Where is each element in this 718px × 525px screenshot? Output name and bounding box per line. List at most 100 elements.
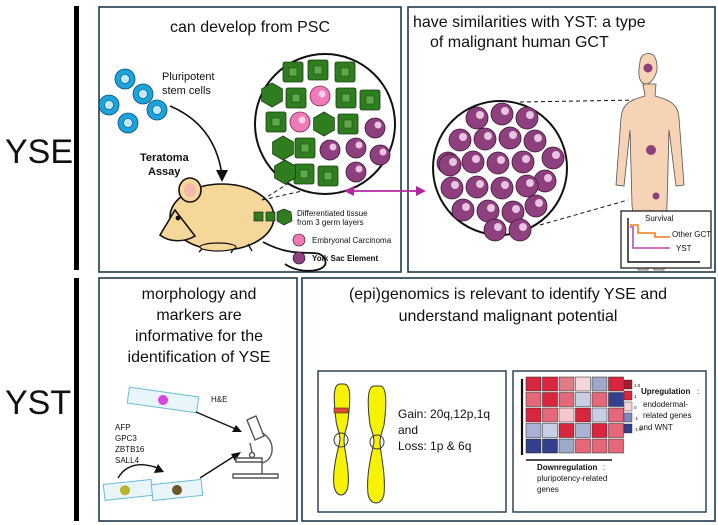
ihc-arrow-curve (117, 464, 159, 479)
human-body (615, 53, 685, 271)
heatmap-cell (525, 407, 542, 423)
teratoma-label-1: Teratoma (140, 152, 190, 164)
psc-to-mouse-arrow (169, 105, 223, 176)
epi-title-2: understand malignant potential (399, 308, 618, 325)
yolk-sac-cell (364, 117, 386, 139)
heatmap-cell (575, 438, 591, 454)
scale-swatch (623, 412, 633, 423)
chromosome-right (367, 385, 387, 504)
yst-cell-nucleus (494, 223, 502, 231)
slide-he (126, 386, 200, 414)
tissue-hexagon (261, 82, 283, 108)
down-line-1: pluripotency-related (537, 474, 607, 483)
yst-cell (465, 106, 489, 130)
embryonal-carcinoma-nucleus (318, 90, 326, 98)
legend-yse-icon (292, 251, 306, 265)
marker-zbtb16: ZBTB16 (115, 445, 145, 454)
stem-cell-nucleus (120, 74, 130, 84)
ihc-arrow-head (231, 452, 241, 461)
heatmap-cell (591, 392, 608, 407)
yst-cell (508, 218, 532, 242)
heatmap-cell (542, 392, 558, 407)
tissue-square-center (299, 169, 309, 179)
similarity-arrow-left (344, 186, 354, 196)
legend-ec: Embryonal Carcinoma (312, 236, 392, 245)
yst-cell-nucleus (487, 204, 495, 212)
stem-cell-nucleus (104, 100, 114, 110)
survival-chart-frame (620, 210, 712, 269)
heatmap-cell (575, 376, 591, 392)
scale-label: 0 (634, 405, 637, 410)
yst-cell (465, 175, 489, 199)
yst-cell-nucleus (535, 199, 543, 207)
yst-cell-nucleus (501, 107, 509, 115)
yst-cell-nucleus (552, 151, 560, 159)
pluripotent-label-1: Pluripotent (162, 71, 215, 83)
panel-yst (407, 6, 716, 273)
yst-cell-nucleus (451, 181, 459, 189)
yst-cell-nucleus (472, 155, 480, 163)
yst-cell (511, 150, 535, 174)
yolk-sac-nucleus (379, 148, 387, 156)
yst-title-1: have similarities with YST: a type (413, 14, 646, 31)
ihc-arrow-curve-head (154, 464, 164, 473)
heatmap-cell (608, 392, 624, 407)
yst-cell (498, 126, 522, 150)
yst-cell (440, 176, 464, 200)
yst-cell-nucleus (544, 174, 552, 182)
heatmap-cell (525, 438, 542, 454)
survival-axis (627, 218, 700, 263)
tissue-square-center (323, 171, 333, 181)
yst-cell (515, 174, 539, 198)
heatmap-cell (542, 407, 558, 423)
yst-cell (438, 153, 462, 177)
yst-title-2: of malignant human GCT (430, 34, 609, 51)
side-bar-top (74, 6, 79, 270)
survival-label-yst: YST (676, 244, 692, 253)
scale-swatch (623, 401, 633, 412)
scale-swatch (623, 423, 633, 434)
stem-cell-nucleus (152, 105, 162, 115)
heatmap-cell (608, 423, 624, 438)
heatmap-cell (591, 438, 608, 454)
gain-line-2: and (398, 423, 418, 437)
yst-cell (541, 146, 565, 170)
down-colon: : (603, 463, 605, 472)
yst-cell-nucleus (484, 132, 492, 140)
tissue-square-center (291, 93, 301, 103)
heatmap-cell (591, 423, 608, 438)
yst-cell-nucleus (526, 179, 534, 187)
marker-afp: AFP (115, 423, 131, 432)
yst-cell-nucleus (512, 205, 520, 213)
heatmap-cell (558, 376, 575, 392)
gain-line-3: Loss: 1p & 6q (398, 439, 471, 453)
teratoma-cells (261, 59, 391, 187)
legend-differentiated-icon (253, 208, 293, 226)
tissue-square-center (300, 143, 310, 153)
yst-cell (523, 129, 547, 153)
yst-cell-nucleus (476, 111, 484, 119)
marker-gpc3: GPC3 (115, 434, 137, 443)
stem-cell-nucleus (138, 89, 148, 99)
legend-differentiated-2: from 3 germ layers (297, 218, 364, 227)
ihc-arrow (199, 454, 237, 479)
heatmap-cell (608, 376, 624, 392)
he-arrow-head (232, 425, 242, 432)
tissue-square-center (365, 95, 375, 105)
heatmap-cell (608, 407, 624, 423)
yst-cell-nucleus (476, 180, 484, 188)
yst-cell-nucleus (497, 156, 505, 164)
tissue-square-center (340, 67, 350, 77)
scale-label: -1 (634, 416, 638, 421)
tissue-square-center (313, 65, 323, 75)
scale-label: -1.6 (634, 427, 642, 432)
legend-ec-icon (292, 233, 306, 247)
legend-yse: Yolk Sac Element (312, 254, 378, 263)
heatmap-grid (525, 376, 624, 454)
yst-cell (490, 176, 514, 200)
heatmap-cell (525, 376, 542, 392)
psc-title: can develop from PSC (170, 19, 330, 36)
panel-morph (98, 277, 298, 522)
yst-cell (448, 128, 472, 152)
